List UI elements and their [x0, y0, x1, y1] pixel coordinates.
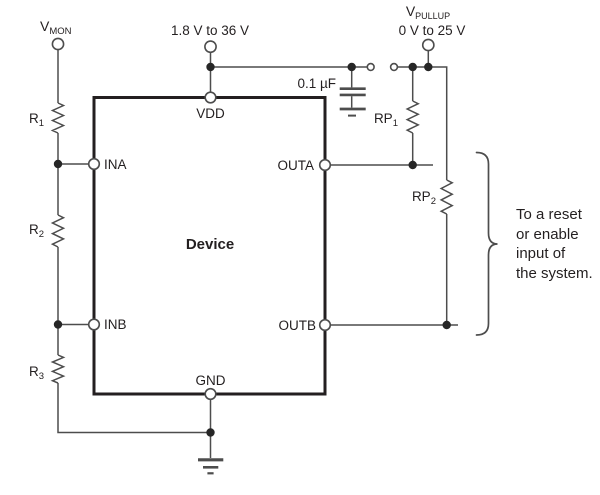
- junction-inb: [53, 320, 63, 329]
- resistor-rp1-icon: [405, 100, 420, 134]
- r1-base: R: [28, 111, 39, 126]
- annotation-line: or enable: [516, 225, 579, 243]
- rp2-label: RP2: [411, 189, 436, 207]
- cap-label: 0.1 µF: [297, 76, 336, 91]
- capacitor-icon: [339, 87, 366, 97]
- annotation-line: input of: [516, 245, 566, 262]
- resistor-rp2-icon: [439, 179, 454, 215]
- r3-base: R: [28, 364, 39, 379]
- pin-ina-label: INA: [104, 156, 127, 172]
- vpullup-sub: PULLUP: [415, 11, 451, 21]
- resistor-r2-icon: [50, 214, 66, 248]
- pin-gnd-label: GND: [195, 373, 226, 388]
- junction-cap: [347, 62, 356, 72]
- junction-ina: [53, 159, 63, 169]
- vpullup-range-label: 0 V to 25 V: [398, 22, 466, 38]
- pin-vdd-label: VDD: [196, 105, 225, 121]
- brace-icon: [475, 151, 498, 336]
- r2-sub: 2: [38, 229, 44, 240]
- r1-sub: 1: [38, 118, 44, 129]
- pin-vdd: [204, 91, 217, 104]
- pin-gnd: [204, 387, 217, 401]
- vmon-sub: MON: [49, 26, 72, 37]
- pin-outb: [318, 318, 332, 332]
- cap-ground-icon: [339, 107, 366, 117]
- terminal-vpullup: [421, 38, 435, 52]
- vdd-supply-label: 1.8 V to 36 V: [170, 23, 250, 38]
- device-label: Device: [185, 236, 235, 253]
- rp2-sub: 2: [430, 196, 436, 207]
- junction-rp1-outa: [408, 160, 417, 170]
- rp1-label: RP1: [373, 111, 398, 129]
- ground-icon: [198, 458, 224, 475]
- annotation-line: the system.: [516, 264, 593, 282]
- jumper-terminal-right: [389, 62, 399, 72]
- r1-label: R1: [28, 111, 44, 129]
- resistor-r1-icon: [50, 102, 66, 134]
- junction-rp2-outb: [442, 320, 451, 330]
- vpullup-base: V: [405, 3, 416, 19]
- pin-outb-label: OUTB: [278, 317, 316, 333]
- terminal-vmon: [51, 37, 65, 51]
- vpullup-label: VPULLUP: [405, 3, 451, 21]
- pin-inb: [87, 318, 101, 331]
- pin-inb-label: INB: [104, 317, 127, 332]
- wire-top-rail-right: [397, 66, 448, 180]
- wire-r3-gnd: [57, 383, 211, 434]
- r2-label: R2: [28, 222, 44, 240]
- rp1-sub: 1: [392, 118, 398, 129]
- rp1-base: RP: [373, 111, 393, 126]
- junction-vdd-rail: [206, 62, 215, 72]
- annotation-text: To a reset or enable input of the system…: [516, 205, 593, 283]
- junction-dots: [53, 62, 451, 437]
- rp2-base: RP: [411, 189, 431, 204]
- vmon-label: VMON: [40, 18, 72, 37]
- pin-ina: [87, 157, 101, 171]
- pin-outa-label: OUTA: [277, 157, 315, 173]
- r3-sub: 3: [38, 371, 44, 382]
- resistor-r3-icon: [50, 354, 66, 384]
- vmon-base: V: [40, 18, 50, 34]
- junction-vpullup: [424, 62, 433, 72]
- junction-gnd: [206, 428, 215, 437]
- pin-outa: [318, 158, 332, 172]
- r3-label: R3: [28, 364, 44, 382]
- jumper-terminal-left: [366, 62, 375, 72]
- terminal-vdd-supply: [204, 40, 217, 54]
- r2-base: R: [28, 222, 39, 237]
- wires: [57, 49, 458, 458]
- junction-rp1-top: [408, 62, 417, 72]
- annotation-line: To a reset: [516, 206, 582, 223]
